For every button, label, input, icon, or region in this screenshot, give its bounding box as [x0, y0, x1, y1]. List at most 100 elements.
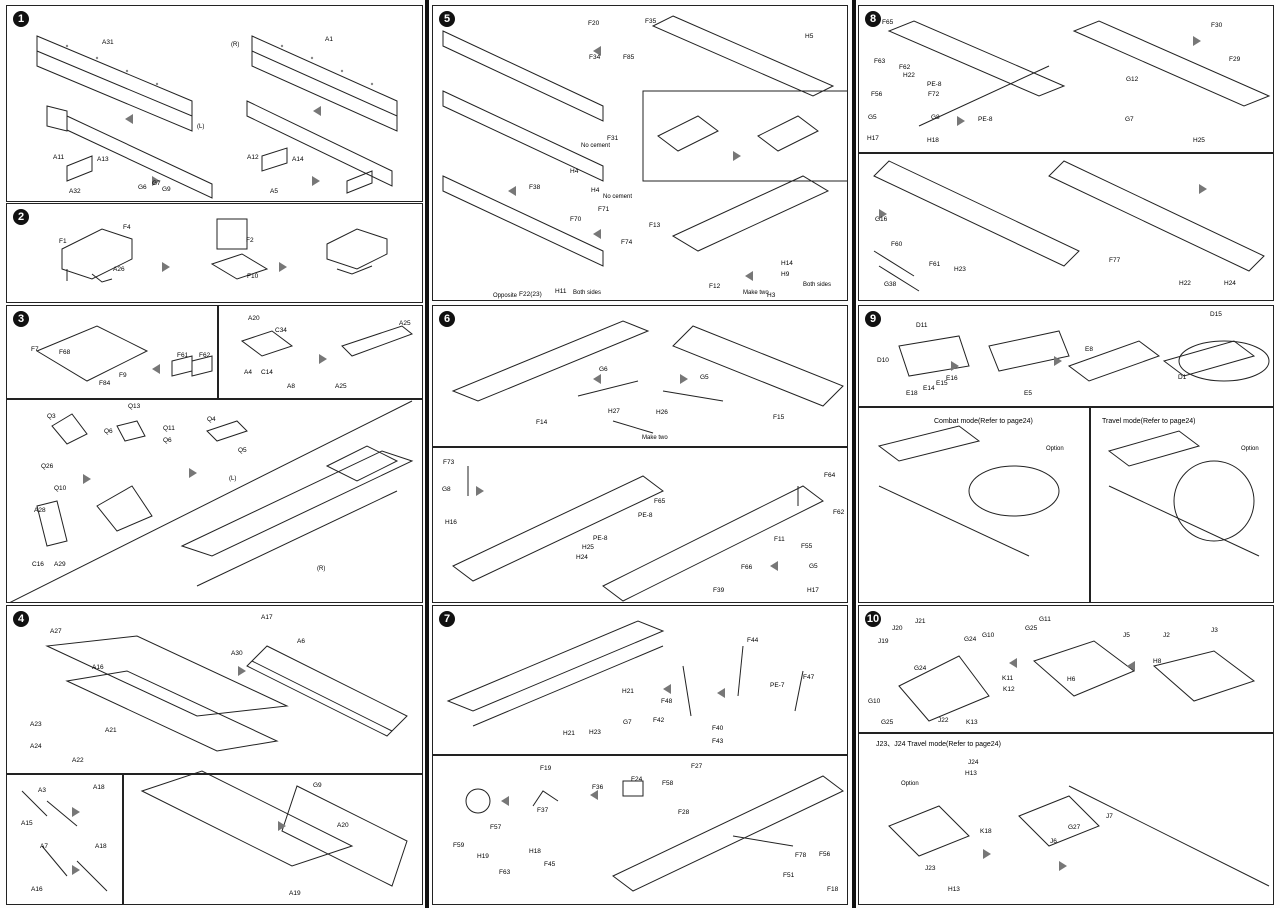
step-4-panel: 4 A27 A16 A23 A21 A24 A22 A17 A6 A30 A3 …: [6, 605, 423, 905]
part-label: D11: [916, 322, 928, 329]
option-note: Option: [1241, 446, 1259, 452]
part-label: G10: [868, 698, 881, 705]
side-note: Both sides: [803, 282, 832, 288]
assembly-arrow: [278, 821, 286, 831]
assembly-arrow: [189, 468, 197, 478]
part-label: A3: [38, 787, 46, 794]
part-label: H25: [582, 544, 594, 551]
part-label: F9: [119, 372, 127, 379]
part-label: H9: [781, 271, 790, 278]
part-label: J23: [925, 865, 936, 872]
part-label: Q6: [104, 428, 113, 435]
chassis-subassembly-illustration: [9, 325, 414, 602]
part-label: H13: [965, 770, 977, 777]
part-label: Q5: [238, 447, 247, 454]
part-label: J21: [915, 618, 926, 625]
assembly-arrow: [593, 374, 601, 384]
part-label: J7: [1106, 813, 1113, 820]
part-label: J2: [1163, 632, 1170, 639]
part-label: F58: [662, 780, 674, 787]
step-1-panel: 1 A31 A1 A11 A13 A32 G6 G7 G9 A12: [6, 5, 423, 202]
side-note: Make two: [642, 435, 668, 441]
assembly-arrow: [1193, 36, 1201, 46]
assembly-arrow: [733, 151, 741, 161]
assembly-arrow: [1199, 184, 1207, 194]
outrigger-illustration: [888, 640, 1270, 887]
assembly-arrow: [1059, 861, 1067, 871]
assembly-arrow: [501, 796, 509, 806]
step-7-panel: 7 H21 H21 H23 G7 F44 PE-7 F47 F48 F42 F4…: [432, 605, 848, 905]
part-label: F38: [529, 184, 541, 191]
part-label: J6: [1050, 838, 1057, 845]
step-10-panel: 10 J19 J20 J21 G24 G10 G25 G11 J5 J2 J3 …: [858, 605, 1274, 905]
part-label: A8: [287, 383, 295, 390]
part-label: F61: [177, 352, 189, 359]
part-label: F65: [882, 19, 894, 26]
assembly-arrow: [508, 186, 516, 196]
part-label: A23: [30, 721, 42, 728]
part-label: A18: [95, 843, 107, 850]
part-label: A6: [297, 638, 305, 645]
chassis-detail-illustration: [873, 20, 1271, 292]
step-number-badge: 3: [13, 311, 29, 327]
column-divider: [425, 0, 429, 908]
step-number-badge: 10: [865, 611, 881, 627]
assembly-arrow: [162, 262, 170, 272]
part-label: C34: [275, 327, 287, 334]
side-note: Make two: [743, 290, 769, 296]
part-label: F27: [691, 763, 703, 770]
part-label: C16: [32, 561, 44, 568]
assembly-arrow: [1009, 658, 1017, 668]
part-label: A18: [93, 784, 105, 791]
part-label: F19: [540, 765, 552, 772]
step-number-badge: 6: [439, 311, 455, 327]
part-label: H22: [1179, 280, 1191, 287]
part-label: G7: [623, 719, 632, 726]
part-label: Q26: [41, 463, 54, 470]
assembly-arrow: [879, 209, 887, 219]
part-label: A12: [247, 154, 259, 161]
part-label: A1: [325, 36, 333, 43]
part-label: F44: [747, 637, 759, 644]
part-label: F62: [833, 509, 845, 516]
part-label: G7: [152, 180, 161, 187]
part-label: J5: [1123, 632, 1130, 639]
part-label: G25: [1025, 625, 1038, 632]
sub-divider: [859, 152, 1273, 154]
part-label: D15: [1210, 311, 1222, 318]
part-label: A21: [105, 727, 117, 734]
side-note: (L): [197, 124, 205, 130]
step-number-badge: 4: [13, 611, 29, 627]
part-label: G8: [931, 114, 940, 121]
part-label: H24: [1224, 280, 1236, 287]
part-label: E15: [936, 380, 948, 387]
step-number-badge: 9: [865, 311, 881, 327]
sub-divider: [1089, 406, 1091, 602]
part-label: H23: [589, 729, 601, 736]
part-label: F31: [607, 135, 619, 142]
part-label: C14: [261, 369, 273, 376]
part-label: F15: [773, 414, 785, 421]
part-label: G7: [1125, 116, 1134, 123]
step-number-badge: 1: [13, 11, 29, 27]
option-note: Option: [901, 781, 919, 787]
part-label: H18: [927, 137, 939, 144]
part-label: H21: [563, 730, 575, 737]
part-label: PE-8: [927, 81, 942, 88]
part-label: A32: [69, 188, 81, 195]
side-note: (R): [317, 566, 326, 572]
part-label: F45: [544, 861, 556, 868]
part-label: G25: [881, 719, 894, 726]
part-label: J20: [892, 625, 903, 632]
part-label: H4: [570, 168, 579, 175]
option-note: Option: [1046, 446, 1064, 452]
part-label: H27: [608, 408, 620, 415]
assembly-arrow: [957, 116, 965, 126]
part-label: Q4: [207, 416, 216, 423]
part-label: PE-8: [593, 535, 608, 542]
assembly-arrow: [152, 364, 160, 374]
part-label: K11: [1002, 675, 1014, 682]
assembly-arrow: [238, 666, 246, 676]
part-label: H18: [529, 848, 541, 855]
